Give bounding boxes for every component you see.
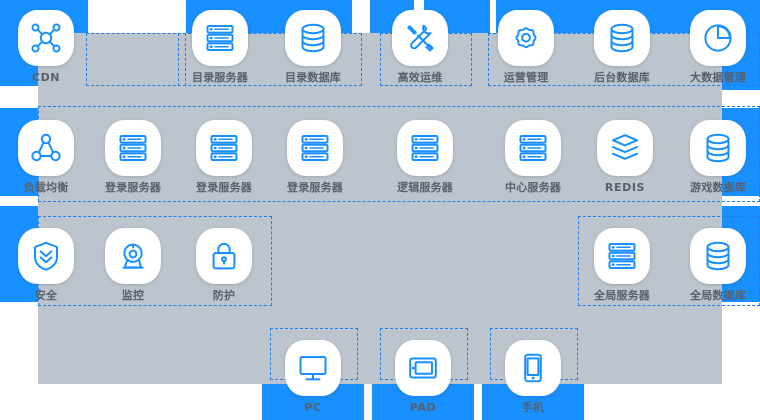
node-label-load-balance: 负载均衡: [23, 181, 69, 194]
desktop-monitor-icon: [285, 340, 341, 396]
node-label-operation-manage: 运营管理: [503, 71, 549, 84]
database-icon: [285, 10, 341, 66]
node-center-server[interactable]: 中心服务器: [503, 120, 563, 194]
node-label-center-server: 中心服务器: [505, 181, 561, 194]
group-cdn: [86, 33, 186, 86]
server-rack-icon: [196, 120, 252, 176]
node-mobile[interactable]: 手机: [503, 340, 563, 414]
node-backend-database[interactable]: 后台数据库: [592, 10, 652, 84]
node-monitor[interactable]: 监控: [103, 228, 163, 302]
tablet-icon: [395, 340, 451, 396]
node-label-game-database: 游戏数据库: [690, 181, 746, 194]
node-efficient-ops[interactable]: 高效运维: [390, 10, 450, 84]
node-global-database[interactable]: 全局数据库: [688, 228, 748, 302]
node-label-monitor: 监控: [121, 289, 145, 302]
node-label-pad: PAD: [409, 401, 437, 414]
node-label-bigdata-manage: 大数据管理: [690, 71, 746, 84]
smartphone-icon: [505, 340, 561, 396]
node-label-login-server-2: 登录服务器: [196, 181, 252, 194]
node-load-balance[interactable]: 负载均衡: [16, 120, 76, 194]
load-balance-icon: [18, 120, 74, 176]
node-protection[interactable]: 防护: [194, 228, 254, 302]
server-rack-icon: [505, 120, 561, 176]
node-label-directory-database: 目录数据库: [285, 71, 341, 84]
gear-icon: [498, 10, 554, 66]
gray-backdrop-panel: [38, 33, 722, 384]
node-label-security: 安全: [34, 289, 58, 302]
node-label-login-server-1: 登录服务器: [105, 181, 161, 194]
node-login-server-2[interactable]: 登录服务器: [194, 120, 254, 194]
server-rack-icon: [105, 120, 161, 176]
node-pad[interactable]: PAD: [393, 340, 453, 414]
group-directory: [178, 33, 362, 86]
network-nodes-icon: [18, 10, 74, 66]
node-label-login-server-3: 登录服务器: [287, 181, 343, 194]
node-game-database[interactable]: 游戏数据库: [688, 120, 748, 194]
node-directory-server[interactable]: 目录服务器: [190, 10, 250, 84]
node-label-backend-database: 后台数据库: [594, 71, 650, 84]
node-pc[interactable]: PC: [283, 340, 343, 414]
node-label-mobile: 手机: [521, 401, 545, 414]
node-cdn[interactable]: CDN: [16, 10, 76, 84]
server-rack-icon: [397, 120, 453, 176]
node-directory-database[interactable]: 目录数据库: [283, 10, 343, 84]
node-label-directory-server: 目录服务器: [192, 71, 248, 84]
node-operation-manage[interactable]: 运营管理: [496, 10, 556, 84]
node-label-efficient-ops: 高效运维: [397, 71, 443, 84]
lock-icon: [196, 228, 252, 284]
node-bigdata-manage[interactable]: 大数据管理: [688, 10, 748, 84]
camera-icon: [105, 228, 161, 284]
tools-wrench-icon: [392, 10, 448, 66]
shield-chevron-icon: [18, 228, 74, 284]
node-label-protection: 防护: [212, 289, 236, 302]
node-security[interactable]: 安全: [16, 228, 76, 302]
database-icon: [594, 10, 650, 66]
node-label-logic-server: 逻辑服务器: [397, 181, 453, 194]
server-rack-icon: [594, 228, 650, 284]
database-icon: [690, 120, 746, 176]
layers-stack-icon: [597, 120, 653, 176]
node-redis[interactable]: REDIS: [595, 120, 655, 194]
node-label-global-database: 全局数据库: [690, 289, 746, 302]
node-login-server-1[interactable]: 登录服务器: [103, 120, 163, 194]
server-rack-icon: [192, 10, 248, 66]
pie-chart-icon: [690, 10, 746, 66]
node-logic-server[interactable]: 逻辑服务器: [395, 120, 455, 194]
node-label-pc: PC: [304, 401, 322, 414]
database-icon: [690, 228, 746, 284]
node-login-server-3[interactable]: 登录服务器: [285, 120, 345, 194]
node-label-cdn: CDN: [31, 71, 61, 84]
node-global-server[interactable]: 全局服务器: [592, 228, 652, 302]
server-rack-icon: [287, 120, 343, 176]
node-label-global-server: 全局服务器: [594, 289, 650, 302]
node-label-redis: REDIS: [604, 181, 646, 194]
